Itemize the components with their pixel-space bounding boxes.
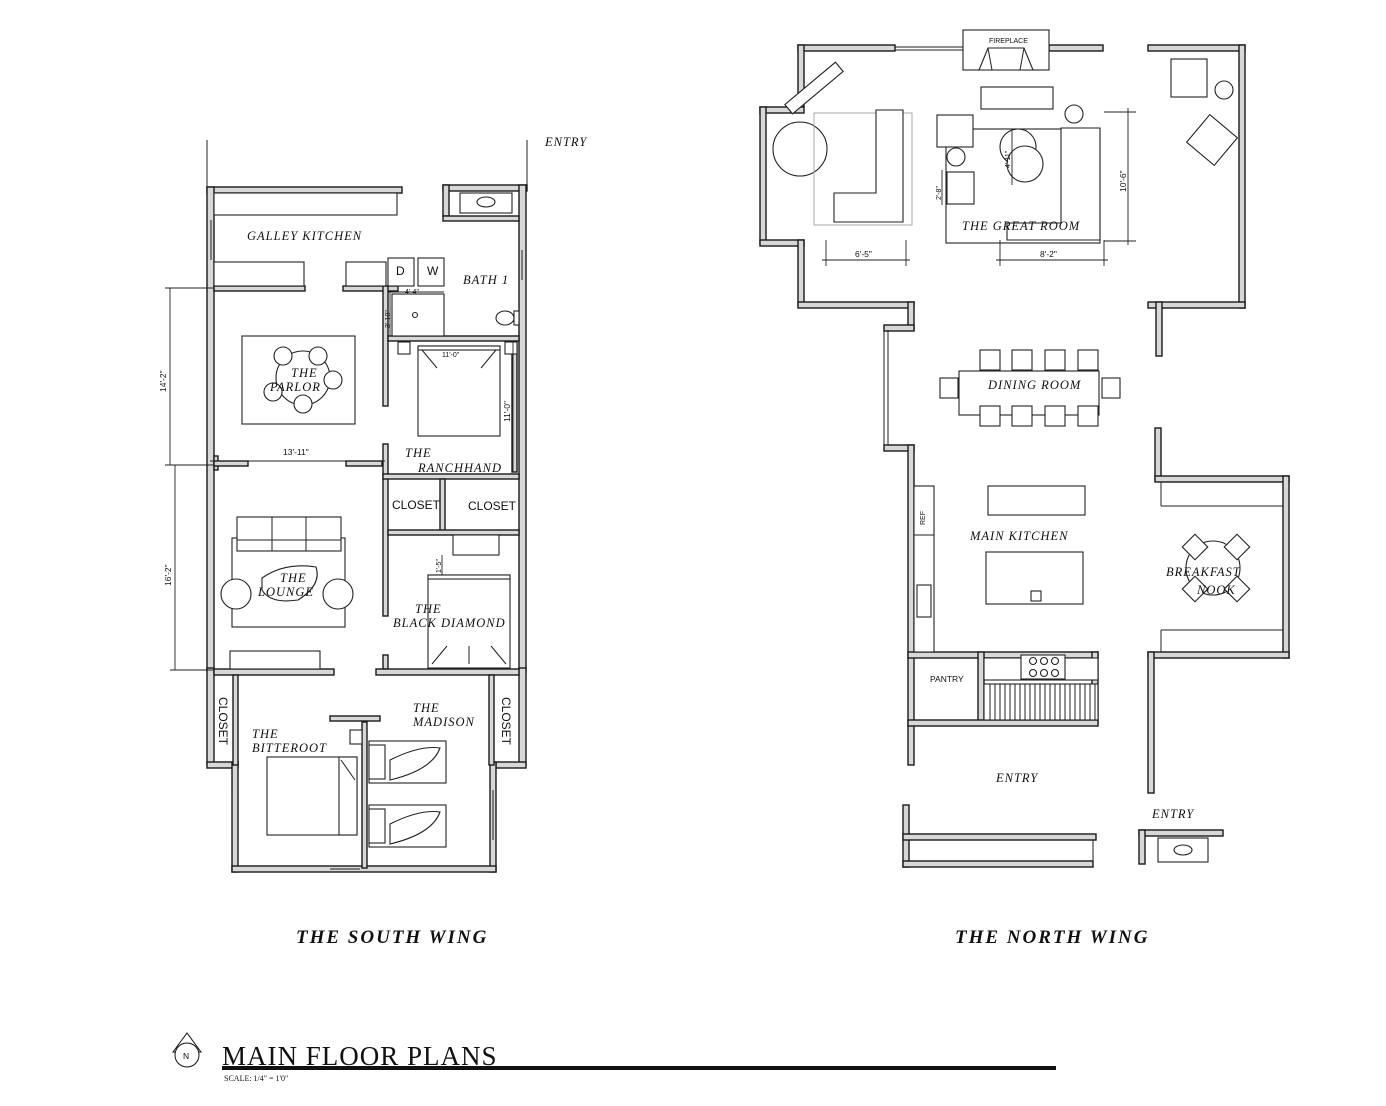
pantry-label: PANTRY bbox=[930, 674, 964, 684]
kitchen-counter bbox=[987, 485, 1086, 516]
lounge-console bbox=[229, 650, 321, 670]
scale-label: SCALE: 1/4" = 1'0" bbox=[224, 1074, 288, 1083]
north-entry-label-1: ENTRY bbox=[995, 771, 1039, 785]
sofa-icon bbox=[236, 516, 342, 552]
closet-label-c: CLOSET bbox=[216, 697, 230, 746]
n-dim-label-1: 6'-5" bbox=[855, 249, 872, 259]
bitteroot-bed-icon bbox=[266, 729, 363, 836]
bitteroot-label-2: BITTEROOT bbox=[252, 741, 327, 755]
north-label: N bbox=[183, 1051, 189, 1061]
dryer bbox=[387, 257, 415, 287]
accent-chair-2-icon bbox=[1185, 113, 1239, 167]
breakfast-label-2: NOOK bbox=[1196, 583, 1236, 597]
dim-label-6: 4'-4" bbox=[405, 289, 419, 296]
black-diamond-dresser bbox=[452, 534, 500, 556]
title-block: N MAIN FLOOR PLANS SCALE: 1/4" = 1'0" bbox=[172, 1032, 1056, 1083]
breakfast-label-1: BREAKFAST bbox=[1166, 565, 1241, 579]
north-entry-label-2: ENTRY bbox=[1151, 807, 1195, 821]
lounge-label-1: THE bbox=[280, 571, 307, 585]
round-table-icon bbox=[772, 121, 828, 177]
great-room-bench bbox=[784, 61, 844, 115]
n-dim-label-2: 8'-2" bbox=[1040, 249, 1057, 259]
coffee-table-circle-b bbox=[1006, 145, 1044, 183]
galley-counter-right bbox=[345, 261, 387, 287]
south-entry-label: ENTRY bbox=[544, 135, 588, 149]
dining-table-icon bbox=[939, 349, 1121, 427]
south-wing-walls bbox=[206, 184, 528, 873]
sink-icon bbox=[916, 584, 932, 618]
dim-label-3: 13'-11" bbox=[283, 447, 309, 457]
ottoman-icon bbox=[946, 171, 975, 205]
lounge-label-2: LOUNGE bbox=[257, 585, 314, 599]
n-dim-label-5: 2'-8" bbox=[936, 186, 943, 200]
washer-label: W bbox=[427, 264, 439, 278]
great-room-label: THE GREAT ROOM bbox=[962, 219, 1080, 233]
dryer-label: D bbox=[396, 264, 405, 278]
black-diamond-bed-icon bbox=[427, 574, 511, 669]
black-diamond-label-2: BLACK DIAMOND bbox=[393, 616, 506, 630]
n-dim-label-4: 4'-11" bbox=[1005, 150, 1012, 168]
north-wing-title: THE NORTH WING bbox=[955, 927, 1149, 948]
title-underline bbox=[222, 1066, 1056, 1070]
galley-counter-top bbox=[213, 192, 398, 216]
fireplace-label: FIREPLACE bbox=[989, 38, 1028, 45]
closet-label-b: CLOSET bbox=[468, 499, 517, 513]
closet-label-a: CLOSET bbox=[392, 498, 441, 512]
armchair-right-icon bbox=[322, 578, 354, 610]
ref-label: REF bbox=[920, 511, 927, 525]
rug-outline bbox=[813, 112, 913, 226]
n-dim-label-3: 10'-6" bbox=[1118, 170, 1128, 192]
main-kitchen-label: MAIN KITCHEN bbox=[969, 529, 1068, 543]
north-arrow-icon: N bbox=[172, 1032, 202, 1068]
l-sofa-icon bbox=[1006, 127, 1101, 241]
chair-icon bbox=[936, 114, 974, 148]
entry-sink bbox=[1157, 837, 1209, 863]
north-dimensions bbox=[822, 108, 1136, 266]
galley-counter-left bbox=[213, 261, 305, 287]
washer bbox=[417, 257, 445, 287]
fireplace-icon bbox=[962, 29, 1050, 71]
north-wing-labels: FIREPLACE THE GREAT ROOM 6'-5" 8'-2" 10'… bbox=[855, 38, 1241, 821]
dim-label-8: 1'-5" bbox=[436, 559, 443, 573]
dim-label-5: 11'-0" bbox=[442, 352, 460, 359]
madison-twin-beds-icon bbox=[368, 740, 447, 848]
south-wing-plan bbox=[165, 140, 528, 873]
ranchhand-bed-icon bbox=[397, 341, 518, 437]
dim-label-4: 11'-0" bbox=[502, 401, 512, 422]
ranchhand-label-2: RANCHHAND bbox=[417, 461, 502, 475]
coffee-table-icon bbox=[261, 565, 318, 602]
parlor-label-2: PARLOR bbox=[269, 380, 321, 394]
madison-label-1: THE bbox=[413, 701, 440, 715]
north-wing-plan bbox=[759, 29, 1290, 868]
south-wing-labels: ENTRY GALLEY KITCHEN BATH 1 D W THE PARL… bbox=[158, 135, 588, 755]
kitchen-side-counter bbox=[913, 485, 935, 653]
parlor-table-icon bbox=[263, 346, 343, 414]
bitteroot-label-1: THE bbox=[252, 727, 279, 741]
ranchhand-label-1: THE bbox=[405, 446, 432, 460]
south-wing-title: THE SOUTH WING bbox=[296, 927, 488, 948]
armchair-left-icon bbox=[220, 578, 252, 610]
sectional-sofa-icon bbox=[833, 109, 904, 223]
breakfast-table-icon bbox=[1181, 533, 1251, 603]
black-diamond-label-1: THE bbox=[415, 602, 442, 616]
tv-console bbox=[980, 86, 1054, 110]
dim-label-1: 14'-2" bbox=[158, 370, 168, 392]
dining-room-label: DINING ROOM bbox=[987, 378, 1081, 392]
parlor-label-1: THE bbox=[291, 366, 318, 380]
madison-label-2: MADISON bbox=[412, 715, 475, 729]
stairs-icon bbox=[983, 683, 1099, 721]
bath1-label: BATH 1 bbox=[463, 273, 509, 287]
closet-label-d: CLOSET bbox=[499, 697, 513, 746]
accent-chair-icon bbox=[1170, 58, 1208, 98]
south-dimensions bbox=[165, 287, 514, 671]
dim-label-2: 16'-2" bbox=[163, 564, 173, 586]
dim-label-7: 3'-10" bbox=[385, 310, 392, 328]
toilet-icon bbox=[495, 310, 515, 326]
galley-kitchen-label: GALLEY KITCHEN bbox=[247, 229, 362, 243]
